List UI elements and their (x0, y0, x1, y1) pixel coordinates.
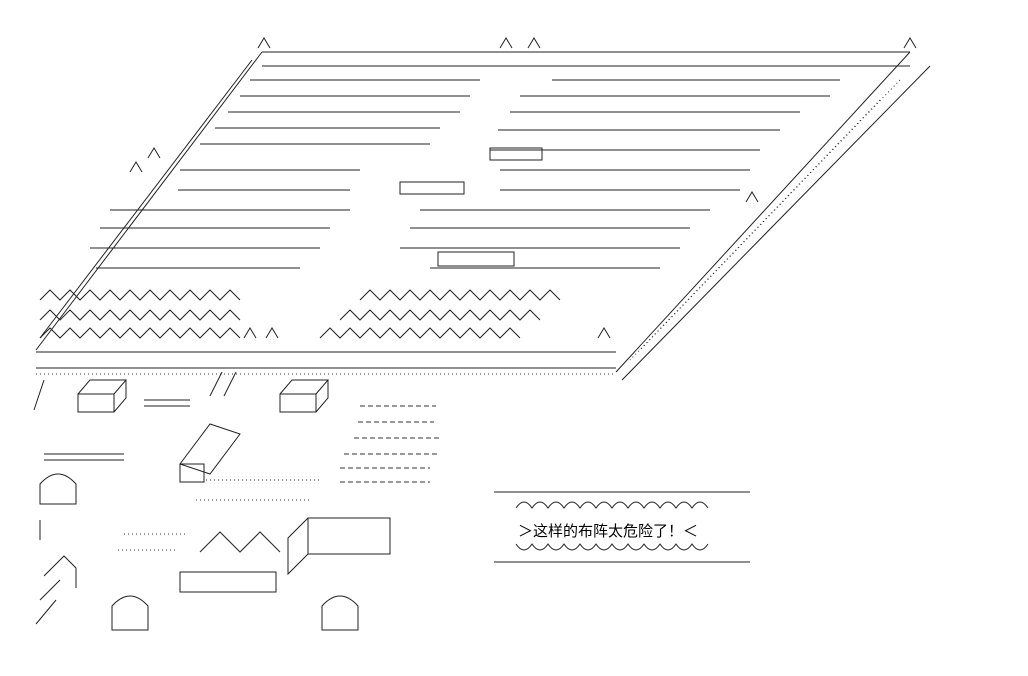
right-edge-grass (629, 79, 901, 361)
building-rows (39, 79, 840, 339)
platform-outline (35, 51, 931, 381)
caption-text: ＞这样的布阵太危险了！＜ (518, 522, 699, 540)
caption-box (494, 491, 750, 563)
lower-blocks (33, 371, 440, 631)
tower-peaks (129, 37, 917, 339)
